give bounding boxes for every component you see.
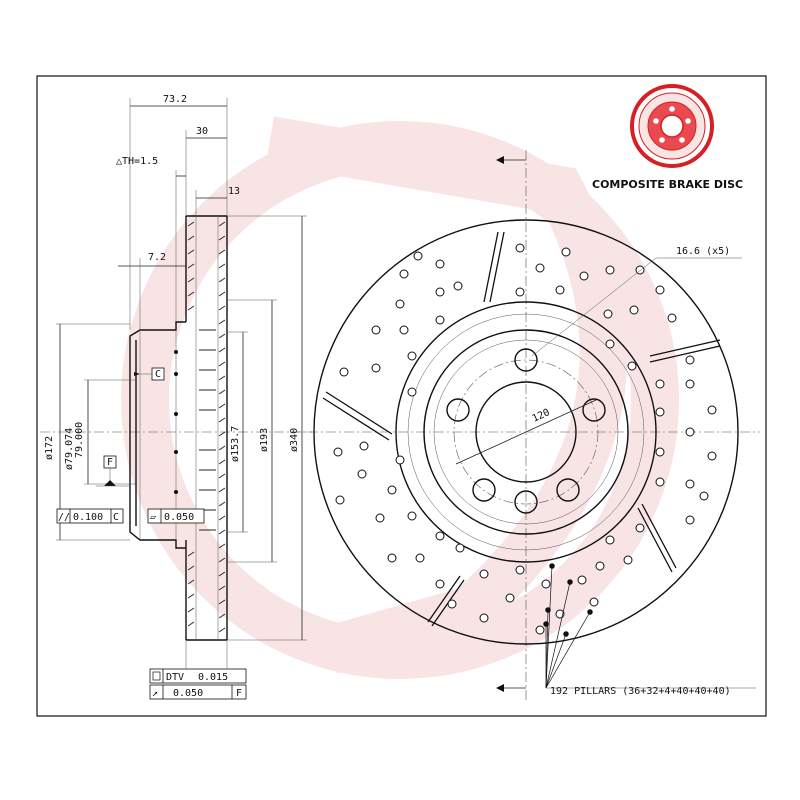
- datum-f: F: [107, 457, 113, 468]
- bolt-holes: [446, 348, 606, 514]
- dim-hat-inner-diameter: ø153.7: [230, 426, 241, 462]
- watermark-logo: [121, 116, 679, 679]
- brand-logo-icon: [630, 84, 714, 168]
- disc-slots: [322, 231, 721, 627]
- dim-hat-thickness: 7.2: [148, 252, 166, 263]
- svg-text:C: C: [113, 512, 119, 523]
- dim-friction-inner-diameter: ø193: [259, 428, 270, 452]
- hat-holes: [174, 350, 178, 494]
- svg-text:↗: ↗: [152, 688, 158, 699]
- vane-hatching: [187, 221, 226, 633]
- svg-text:F: F: [236, 688, 242, 699]
- dtv-frame: DTV 0.015: [149, 668, 247, 684]
- section-view: 73.2 30 △TH=1.5 13 7.2 ø172 ø79.074 79.0…: [40, 94, 312, 700]
- dim-hat-diameter: ø172: [44, 436, 55, 460]
- dtv-label: DTV: [166, 672, 184, 683]
- parallelism-frame: // 0.100 C: [56, 508, 124, 524]
- datum-c: C: [155, 369, 161, 380]
- dim-overall-width: 73.2: [163, 94, 187, 105]
- disc-outer-edge: [313, 219, 739, 645]
- drilled-holes: [333, 243, 717, 635]
- flatness-frame: ▱ 0.050: [147, 508, 205, 524]
- parallelism-value: 0.100: [73, 512, 103, 523]
- flatness-value: 0.050: [164, 512, 194, 523]
- svg-text://: //: [58, 512, 70, 523]
- axial-runout-value: 0.050: [173, 688, 203, 699]
- dim-outer-diameter: ø340: [289, 428, 300, 452]
- dim-centre-bore-1: ø79.074: [64, 428, 75, 470]
- centre-bore: [475, 381, 577, 483]
- pillars-leaders: [543, 563, 593, 689]
- dtv-value: 0.015: [198, 672, 228, 683]
- axial-runout-frame: ↗ 0.050 F: [149, 684, 247, 700]
- pillars-note: 192 PILLARS (36+32+4+40+40+40): [550, 686, 731, 697]
- drawing-title: COMPOSITE BRAKE DISC: [592, 178, 743, 191]
- front-view: 120 16.6 (x5) 192 PILLARS (36+32+4+40+40…: [290, 150, 760, 700]
- dim-rotor-thickness: 13: [228, 186, 240, 197]
- drawing-frame: [36, 75, 767, 717]
- dim-centre-bore-2: 79.000: [74, 422, 85, 458]
- dim-hat-offset: 30: [196, 126, 208, 137]
- dim-bolt-holes: 16.6 (x5): [676, 246, 730, 257]
- svg-text:▱: ▱: [150, 512, 156, 523]
- dim-thickness-note: △TH=1.5: [116, 156, 158, 167]
